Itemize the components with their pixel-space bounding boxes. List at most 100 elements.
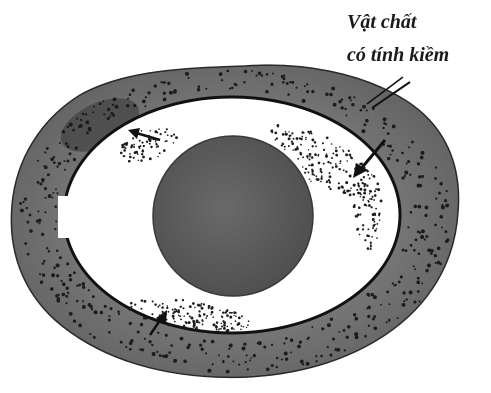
- stipple-dot: [99, 102, 102, 105]
- stipple-dot: [434, 224, 437, 227]
- stipple-dot: [363, 123, 366, 126]
- alkaline-dot: [176, 310, 178, 312]
- stipple-dot: [434, 254, 437, 257]
- stipple-dot: [281, 359, 283, 361]
- alkaline-dot: [149, 157, 152, 160]
- alkaline-dot: [142, 149, 143, 150]
- stipple-dot: [367, 315, 370, 318]
- stipple-dot: [168, 351, 171, 354]
- stipple-dot: [424, 214, 427, 217]
- stipple-dot: [222, 360, 224, 362]
- stipple-dot: [165, 354, 169, 358]
- alkaline-dot: [149, 130, 151, 132]
- stipple-dot: [435, 198, 437, 200]
- stipple-dot: [266, 73, 269, 76]
- stipple-dot: [126, 104, 130, 108]
- alkaline-dot: [173, 142, 174, 143]
- stipple-dot: [424, 239, 426, 241]
- stipple-dot: [418, 205, 422, 209]
- alkaline-dot: [307, 131, 309, 133]
- alkaline-dot: [305, 139, 307, 141]
- alkaline-dot: [229, 316, 232, 319]
- stipple-dot: [347, 325, 350, 328]
- stipple-dot: [325, 93, 329, 97]
- stipple-dot: [22, 201, 24, 203]
- stipple-dot: [55, 294, 58, 297]
- stipple-dot: [341, 106, 344, 109]
- stipple-dot: [43, 165, 45, 167]
- stipple-dot: [100, 311, 103, 314]
- alkaline-dot: [138, 159, 140, 161]
- alkaline-dot: [374, 229, 376, 231]
- stipple-dot: [56, 274, 59, 277]
- stipple-dot: [386, 290, 389, 293]
- stipple-dot: [266, 367, 270, 371]
- stipple-dot: [361, 129, 365, 133]
- alkaline-dot: [146, 141, 148, 143]
- stipple-dot: [404, 175, 406, 177]
- alkaline-dot: [178, 315, 180, 317]
- alkaline-dot: [347, 190, 349, 192]
- alkaline-dot: [159, 152, 161, 154]
- stipple-dot: [80, 119, 82, 121]
- alkaline-dot: [166, 128, 168, 130]
- alkaline-dot: [378, 212, 380, 214]
- stipple-dot: [348, 96, 351, 99]
- alkaline-dot: [185, 327, 187, 329]
- stipple-dot: [285, 358, 288, 361]
- alkaline-dot: [143, 317, 146, 320]
- alkaline-dot: [349, 190, 351, 192]
- alkaline-dot: [360, 196, 362, 198]
- alkaline-dot: [150, 146, 152, 148]
- alkaline-dot: [369, 193, 370, 194]
- alkaline-dot: [156, 146, 158, 148]
- alkaline-dot: [362, 199, 364, 201]
- stipple-dot: [127, 98, 129, 100]
- stipple-dot: [157, 332, 159, 334]
- stipple-dot: [117, 310, 120, 313]
- stipple-dot: [59, 256, 62, 259]
- alkaline-dot: [357, 228, 359, 230]
- stipple-dot: [364, 335, 367, 338]
- stipple-dot: [243, 81, 245, 83]
- alkaline-dot: [174, 308, 176, 310]
- alkaline-dot: [134, 303, 136, 305]
- alkaline-dot: [277, 124, 280, 127]
- alkaline-dot: [180, 318, 182, 320]
- stipple-dot: [353, 96, 355, 98]
- stipple-dot: [118, 313, 120, 315]
- stipple-dot: [419, 300, 421, 302]
- alkaline-dot: [367, 228, 369, 230]
- stipple-dot: [201, 348, 204, 351]
- outline-gap-1: [58, 196, 72, 238]
- stipple-dot: [203, 340, 206, 343]
- alkaline-dot: [316, 175, 318, 177]
- stipple-dot: [330, 318, 333, 321]
- alkaline-dot: [326, 136, 329, 139]
- stipple-dot: [421, 282, 423, 284]
- stipple-dot: [265, 90, 268, 93]
- alkaline-dot: [374, 194, 377, 197]
- alkaline-dot: [363, 192, 366, 195]
- alkaline-dot: [372, 218, 375, 221]
- stipple-dot: [270, 83, 273, 86]
- alkaline-dot: [309, 153, 312, 156]
- alkaline-dot: [271, 131, 273, 133]
- alkaline-dot: [303, 132, 305, 134]
- stipple-dot: [64, 169, 66, 171]
- alkaline-dot: [311, 163, 314, 166]
- alkaline-dot: [140, 308, 142, 310]
- alkaline-dot: [238, 317, 241, 320]
- stipple-dot: [79, 124, 83, 128]
- stipple-dot: [430, 252, 433, 255]
- stipple-dot: [52, 197, 54, 199]
- alkaline-dot: [282, 133, 285, 136]
- stipple-dot: [56, 299, 60, 303]
- stipple-dot: [24, 197, 27, 200]
- alkaline-dot: [371, 236, 373, 238]
- stipple-dot: [68, 274, 71, 277]
- alkaline-dot: [219, 310, 221, 312]
- stipple-dot: [37, 181, 40, 184]
- alkaline-dot: [311, 169, 313, 171]
